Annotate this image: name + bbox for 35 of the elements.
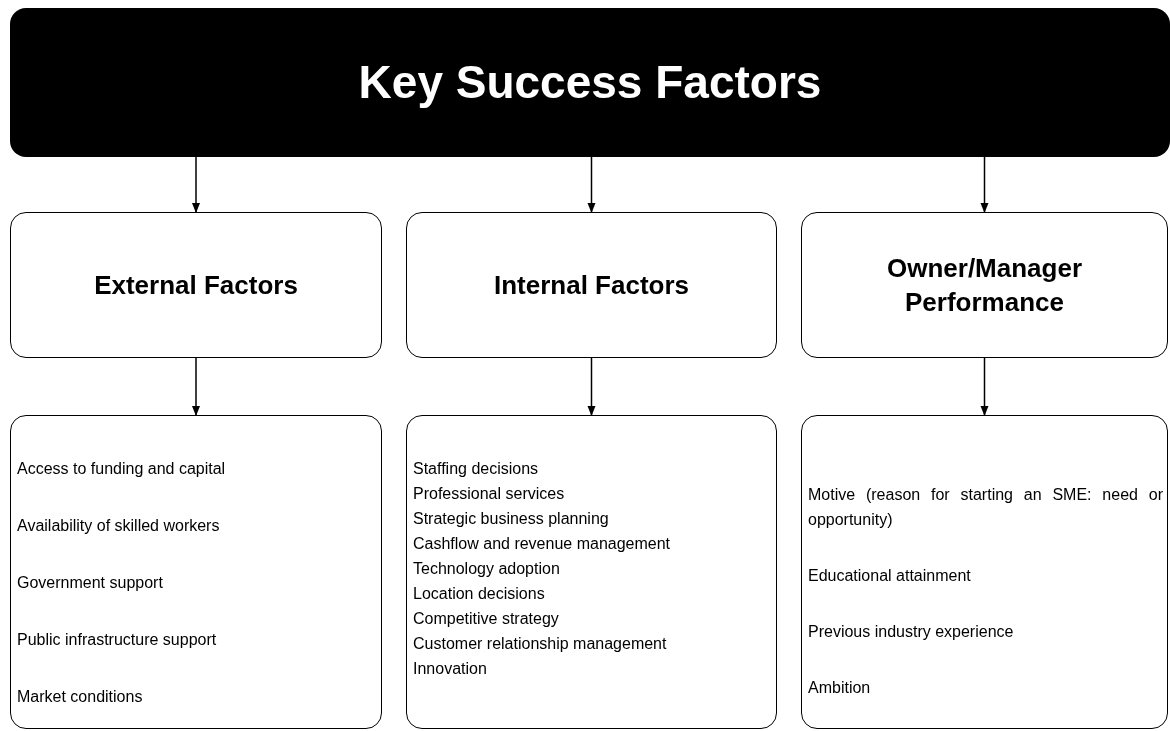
list-item: Ambition <box>808 678 872 698</box>
list-item: Previous industry experience <box>808 622 1015 642</box>
list-item: Technology adoption <box>413 559 561 579</box>
list-item: Government support <box>17 573 164 593</box>
list-item: Strategic business planning <box>413 509 610 529</box>
list-box <box>801 415 1168 729</box>
arrow <box>587 357 596 416</box>
arrow <box>192 357 200 416</box>
category-box <box>406 212 777 358</box>
list-item: Location decisions <box>413 584 546 604</box>
list-item: Competitive strategy <box>413 609 560 629</box>
arrow <box>192 156 200 213</box>
list-item: Innovation <box>413 659 488 679</box>
category-title: Owner/Manager Performance <box>885 252 1084 319</box>
list-item: Staffing decisions <box>413 459 540 479</box>
category-box <box>10 212 382 358</box>
list-item: Availability of skilled workers <box>17 516 221 536</box>
list-box <box>10 415 382 729</box>
list-box <box>406 415 777 729</box>
arrow <box>587 156 596 213</box>
list-item: Motive (reason for starting an SME: need or opportunity) <box>808 485 1163 530</box>
list-item: Market conditions <box>17 687 144 707</box>
arrow <box>980 357 989 416</box>
title-text: Key Success Factors <box>358 55 822 110</box>
list-item: Cashflow and revenue management <box>413 534 672 554</box>
list-item: Access to funding and capital <box>17 459 227 479</box>
category-title: Internal Factors <box>493 269 690 302</box>
category-box <box>801 212 1168 358</box>
list-item: Customer relationship management <box>413 634 668 654</box>
list-item: Public infrastructure support <box>17 630 218 650</box>
list-item: Professional services <box>413 484 566 504</box>
category-title: External Factors <box>94 269 298 302</box>
title-banner <box>10 8 1170 157</box>
arrow <box>980 156 989 213</box>
list-item: Educational attainment <box>808 566 972 586</box>
